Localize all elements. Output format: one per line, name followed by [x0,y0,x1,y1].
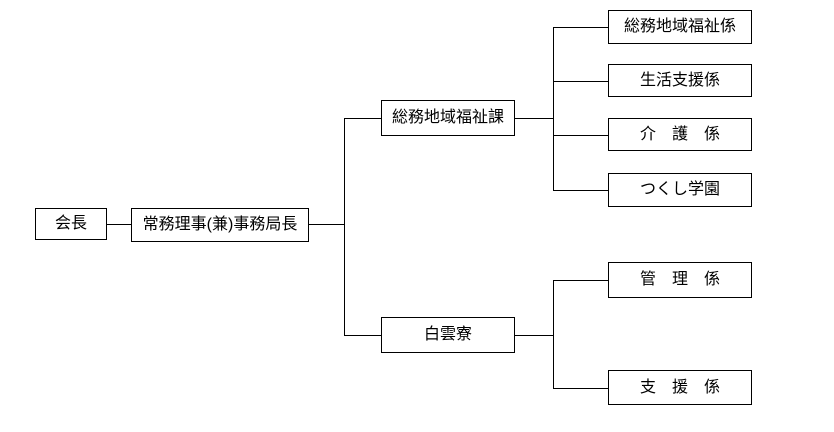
spine-welfare-children [553,27,554,190]
edge-spine-nursing-care [553,135,608,136]
node-chairman: 会長 [35,208,107,240]
node-hakuun-dorm: 白雲寮 [381,317,515,353]
edge-hakuun-spine [515,335,553,336]
node-managing-director: 常務理事(兼)事務局長 [131,208,309,242]
edge-spine-support [553,388,608,389]
node-life-support-section: 生活支援係 [608,64,752,97]
spine-managing-children [344,118,345,335]
node-support-section: 支 援 係 [608,370,752,405]
node-nursing-care-section: 介 護 係 [608,118,752,151]
edge-spine-hakuun [344,335,381,336]
node-welfare-section: 総務地域福祉係 [608,10,752,44]
edge-spine-tsukushi [553,190,608,191]
edge-chairman-managing [107,224,131,225]
edge-welfare-division-spine [515,118,553,119]
node-tsukushi-gakuen: つくし学園 [608,173,752,207]
edge-spine-welfare-section [553,27,608,28]
edge-spine-welfare-division [344,118,381,119]
edge-managing-spine [309,224,344,225]
node-welfare-division: 総務地域福祉課 [381,100,515,136]
edge-spine-life-support [553,81,608,82]
spine-hakuun-children [553,280,554,388]
edge-spine-management [553,280,608,281]
node-management-section: 管 理 係 [608,262,752,298]
